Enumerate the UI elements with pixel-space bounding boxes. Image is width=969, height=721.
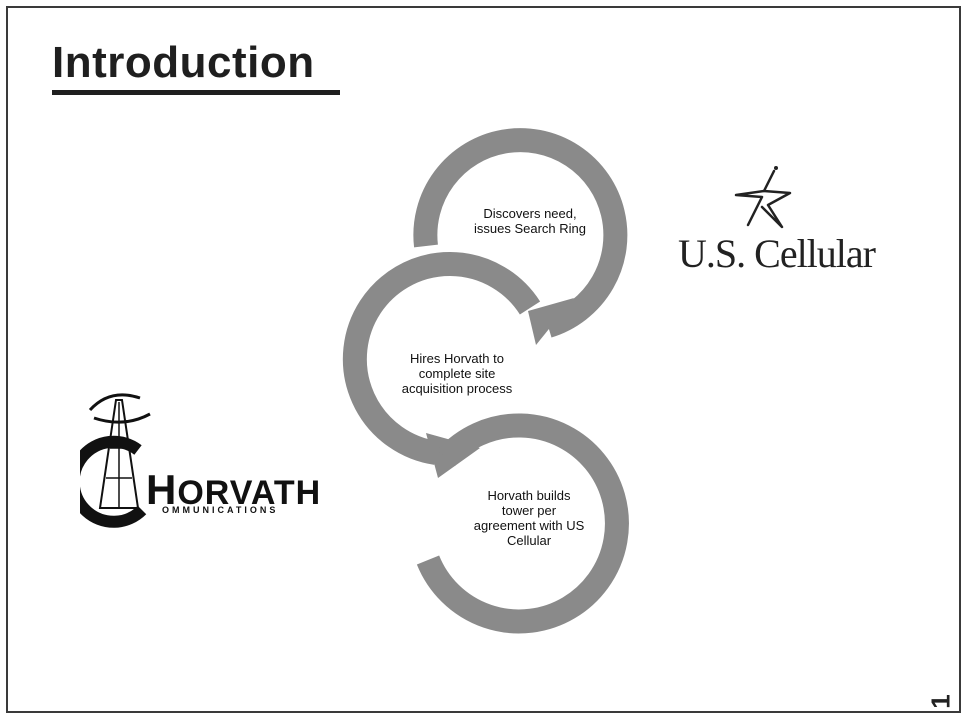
cycle-step-2: Hires Horvath to complete site acquisiti…: [401, 351, 513, 396]
cycle-ring-3: [416, 413, 629, 634]
horvath-name-rest: ORVATH: [177, 474, 322, 512]
title-underline: [52, 90, 340, 95]
slide-title: Introduction: [52, 38, 315, 87]
cycle-step-3: Horvath builds tower per agreement with …: [473, 488, 585, 548]
horvath-name: HORVATH: [146, 466, 321, 514]
horvath-logo: HORVATH OMMUNICATIONS: [80, 388, 320, 538]
star-icon: [734, 166, 792, 229]
slide: Introduction Discovers need, issues Sear…: [6, 6, 961, 713]
cycle-ring-1: [413, 128, 628, 345]
us-cellular-wordmark: U.S. Cellular: [678, 231, 876, 276]
page-number: 1: [925, 694, 956, 709]
cycle-step-1: Discovers need, issues Search Ring: [474, 206, 586, 236]
tower-icon: [80, 393, 151, 528]
cycle-diagram: [342, 128, 629, 634]
us-cellular-logo: U.S. Cellular: [678, 163, 908, 283]
horvath-initial: H: [146, 466, 178, 513]
horvath-subtitle: OMMUNICATIONS: [162, 505, 279, 515]
